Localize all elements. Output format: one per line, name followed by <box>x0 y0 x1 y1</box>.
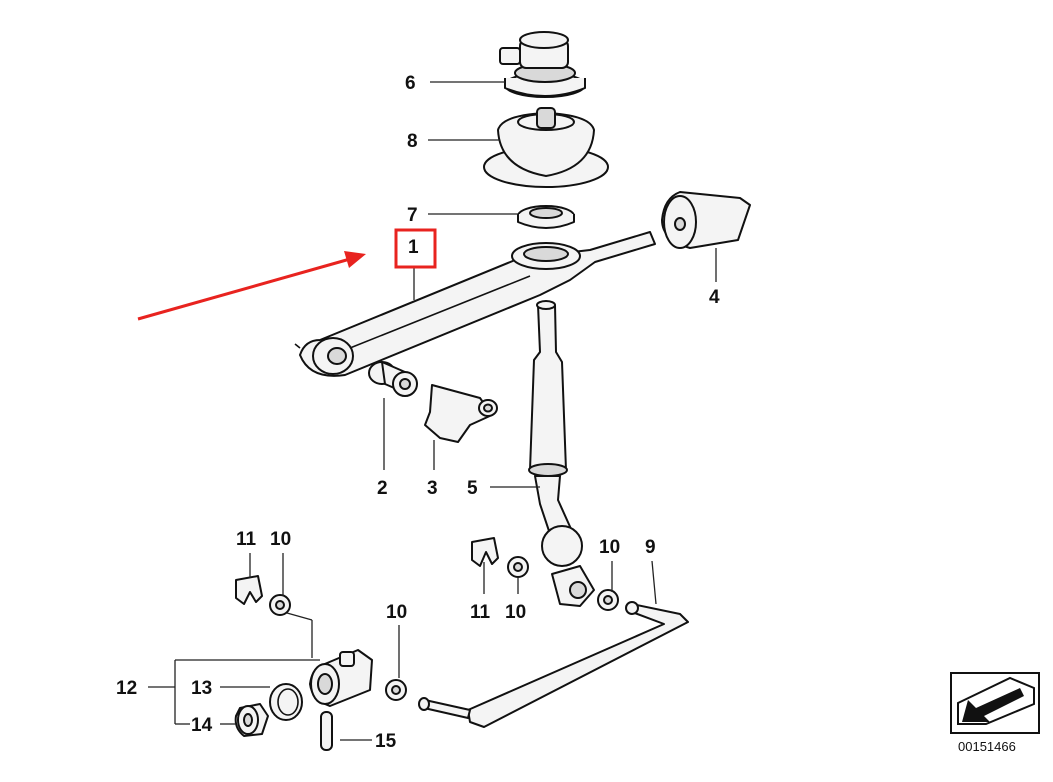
callout-5: 5 <box>467 478 478 499</box>
part-9-shift-rod[interactable] <box>418 601 689 728</box>
part-14-bushing[interactable] <box>234 703 269 737</box>
callout-7: 7 <box>407 205 418 226</box>
callout-11-b: 11 <box>470 602 491 623</box>
callout-10-d: 10 <box>386 602 407 623</box>
part-4-rubber-mount[interactable] <box>661 191 751 249</box>
part-6-clamp-ring[interactable] <box>499 31 586 98</box>
callout-10-c: 10 <box>599 537 620 558</box>
callout-12: 12 <box>116 678 137 699</box>
callout-labels: 6 8 7 1 4 2 3 5 11 10 10 9 11 10 10 12 1… <box>116 73 720 752</box>
callout-13: 13 <box>191 678 212 699</box>
callout-10-a: 10 <box>270 529 291 550</box>
part-7-bushing[interactable] <box>517 205 575 229</box>
callout-3: 3 <box>427 478 438 499</box>
part-3-retaining-clip[interactable] <box>424 384 498 443</box>
callout-9: 9 <box>645 537 656 558</box>
part-2-bearing-sleeve[interactable] <box>368 361 418 397</box>
callout-1: 1 <box>408 237 419 258</box>
part-15-pin[interactable] <box>320 711 333 751</box>
callout-15: 15 <box>375 731 397 752</box>
red-highlight-box <box>394 228 437 269</box>
callout-11-a: 11 <box>236 529 257 550</box>
part-10-washer-a[interactable] <box>269 594 291 616</box>
callout-8: 8 <box>407 131 418 152</box>
callout-4: 4 <box>709 287 720 308</box>
part-5-selector-rod[interactable] <box>528 300 595 607</box>
part-10-washer-c[interactable] <box>597 589 619 611</box>
part-10-washer-b[interactable] <box>507 556 529 578</box>
callout-2: 2 <box>377 478 388 499</box>
part-12-joint-housing[interactable] <box>309 649 373 707</box>
part-13-o-ring[interactable] <box>269 683 303 721</box>
part-10-washer-d[interactable] <box>385 679 407 701</box>
diagram-number: 00151466 <box>958 739 1016 754</box>
part-1-shift-lever[interactable] <box>294 231 656 377</box>
part-8-boot[interactable] <box>483 107 609 188</box>
leader-lines <box>148 81 717 741</box>
callout-14: 14 <box>191 715 213 736</box>
callout-10-b: 10 <box>505 602 526 623</box>
part-11-clip-b[interactable] <box>471 537 499 567</box>
corner-arrow-icon <box>950 672 1040 734</box>
red-arrow-pointer-icon <box>137 251 366 321</box>
part-11-clip-a[interactable] <box>235 575 263 605</box>
callout-6: 6 <box>405 73 416 94</box>
